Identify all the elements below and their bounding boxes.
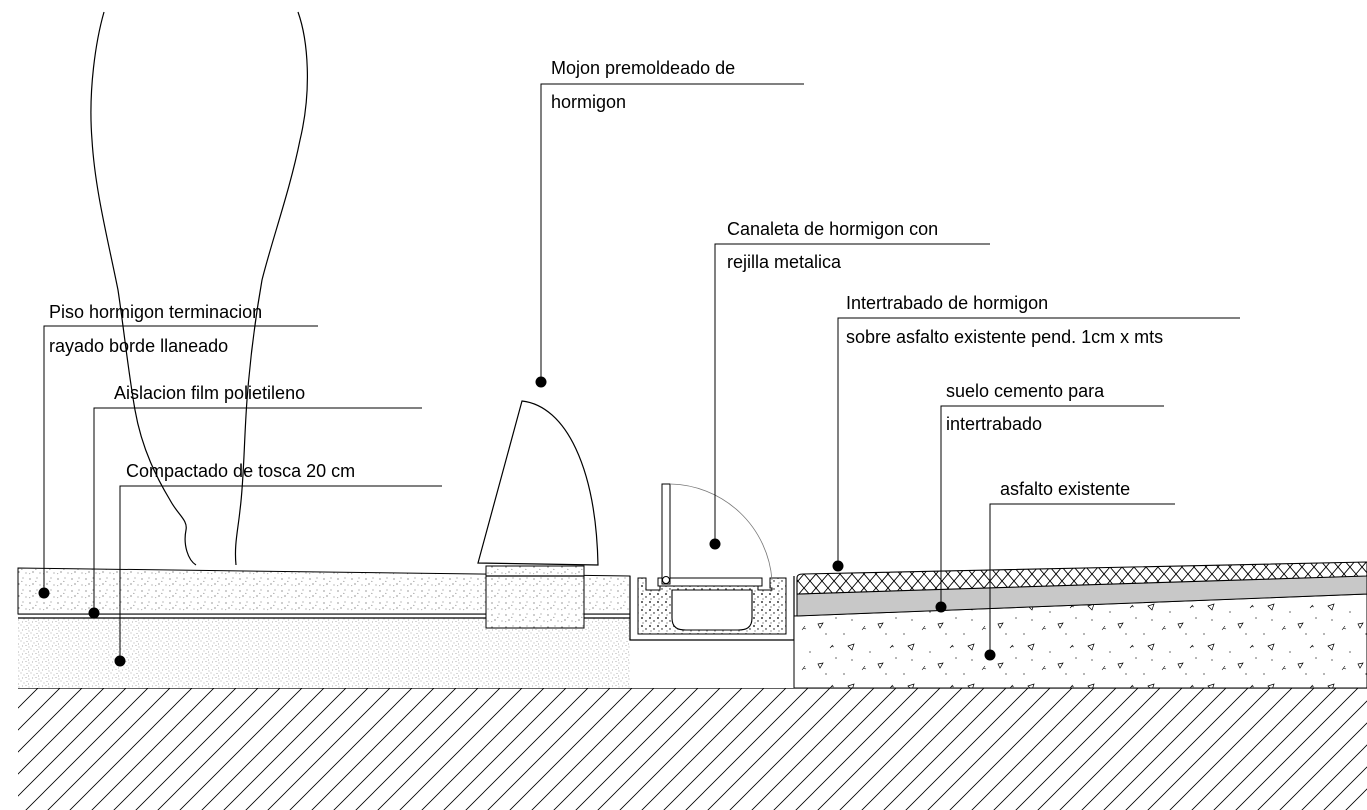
- natural-ground-hatch: [18, 688, 1367, 810]
- tree-sketch: [90, 11, 308, 566]
- label-mojon-line1: Mojon premoldeado de: [551, 58, 735, 78]
- leader-dots: [38, 376, 996, 667]
- label-compactado: Compactado de tosca 20 cm: [126, 461, 355, 481]
- label-asfalto: asfalto existente: [1000, 479, 1130, 499]
- label-canaleta-line2: rejilla metalica: [727, 252, 842, 272]
- label-canaleta-line1: Canaleta de hormigon con: [727, 219, 938, 239]
- bollard-mojon: [477, 400, 599, 566]
- drainage-channel: [629, 483, 795, 688]
- label-mojon-line2: hormigon: [551, 92, 626, 112]
- label-intertrabado-line1: Intertrabado de hormigon: [846, 293, 1048, 313]
- label-suelo-line1: suelo cemento para: [946, 381, 1105, 401]
- label-piso-line2: rayado borde llaneado: [49, 336, 228, 356]
- label-intertrabado-line2: sobre asfalto existente pend. 1cm x mts: [846, 327, 1163, 347]
- label-piso-line1: Piso hormigon terminacion: [49, 302, 262, 322]
- interlocking-pavers: [796, 561, 1367, 595]
- label-suelo-line2: intertrabado: [946, 414, 1042, 434]
- leader-lines: [43, 83, 1240, 661]
- bollard-base: [485, 565, 585, 629]
- label-aislacion: Aislacion film polietileno: [114, 383, 305, 403]
